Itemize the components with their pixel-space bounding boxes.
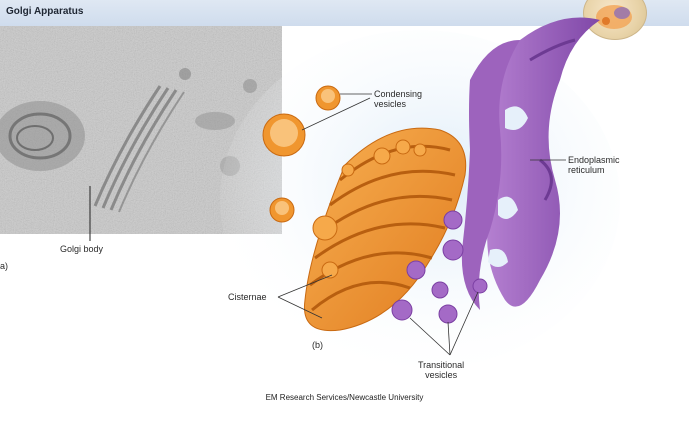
label-cisternae: Cisternae — [228, 292, 267, 302]
condensing-vesicles — [262, 85, 341, 223]
transitional-vesicles — [391, 210, 488, 324]
golgi-cisternae-stack — [303, 127, 467, 332]
label-condensing-vesicles: Condensing vesicles — [374, 89, 423, 109]
image-credit: EM Research Services/Newcastle Universit… — [265, 393, 424, 402]
leader-lines — [277, 93, 566, 356]
label-transitional-vesicles: Transitional vesicles — [418, 360, 465, 380]
panel-label-b: (b) — [312, 340, 323, 350]
label-golgi-body: Golgi body — [60, 244, 104, 254]
page-title: Golgi Apparatus — [6, 6, 84, 17]
label-endoplasmic-reticulum: Endoplasmic reticulum — [568, 155, 620, 175]
panel-label-a: a) — [0, 261, 9, 271]
endoplasmic-reticulum — [461, 17, 600, 310]
